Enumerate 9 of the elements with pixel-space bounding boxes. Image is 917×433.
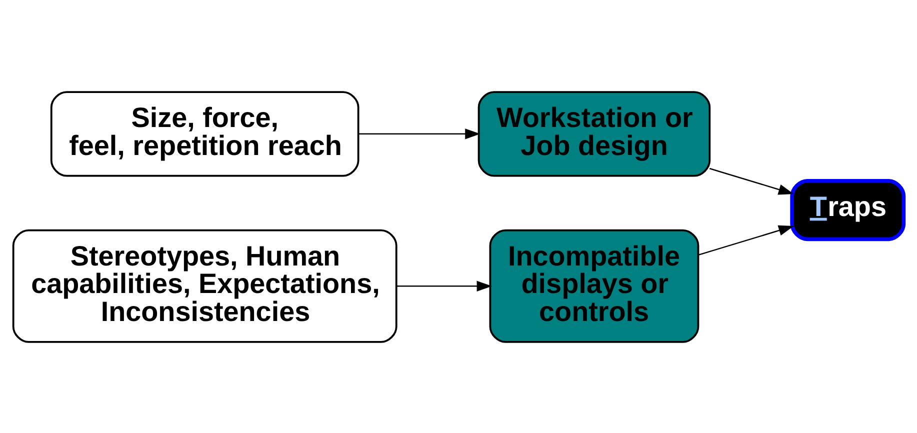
node-box: Stereotypes, Human capabilities, Expectations, Inconsistencies (12, 228, 398, 342)
node-box: Workstation or Job design (478, 90, 711, 176)
node-box: Size, force, feel, repetition reach (50, 90, 360, 176)
node-box: Traps (790, 178, 906, 241)
arrow (698, 224, 794, 256)
arrow (396, 280, 492, 291)
arrow (358, 128, 480, 139)
arrow (709, 167, 794, 194)
node-box: Incompatible displays or controls (489, 228, 700, 342)
